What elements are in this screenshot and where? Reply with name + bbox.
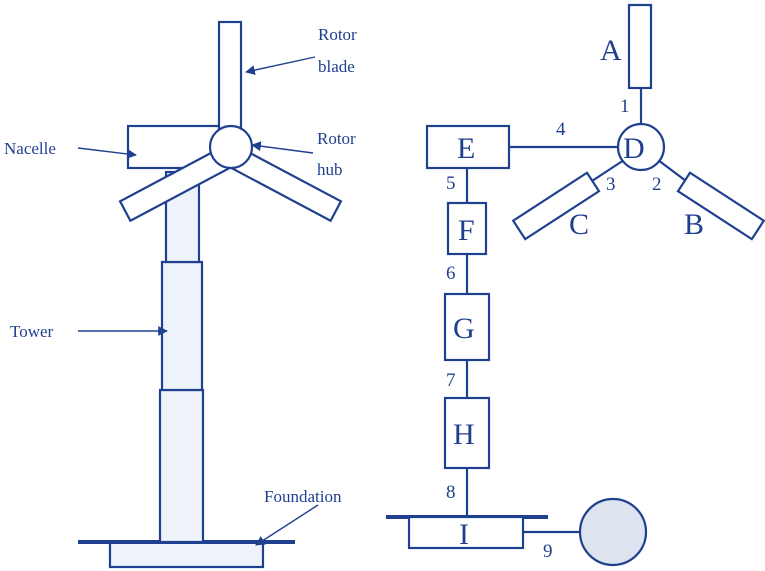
rotor-blade-top [217, 20, 243, 134]
foundation-base [108, 540, 265, 569]
label-rotor-blade-line2: blade [318, 57, 355, 76]
node-label-B: B [684, 208, 704, 241]
edge-label-2: 2 [652, 174, 662, 195]
label-tower: Tower [10, 322, 54, 341]
label-rotor-blade-line1: Rotor [318, 25, 357, 44]
edge-label-3: 3 [606, 174, 616, 195]
label-rotor-hub-line1: Rotor [317, 129, 356, 148]
node-label-I: I [459, 518, 469, 551]
node-label-E: E [457, 132, 475, 165]
edge-line-3 [591, 159, 625, 182]
edge-label-1: 1 [620, 96, 630, 117]
node-F-box [446, 201, 488, 256]
node-label-H: H [453, 418, 475, 451]
node-A-box [627, 3, 653, 90]
node-label-C: C [569, 208, 589, 241]
nacelle-arrow [77, 147, 137, 159]
label-rotor-hub-line2: hub [317, 160, 343, 179]
node-C-box [511, 171, 601, 241]
node-I-box [407, 515, 525, 550]
edge-label-7: 7 [446, 370, 456, 391]
node-G-box [443, 292, 491, 362]
edge-label-5: 5 [446, 173, 456, 194]
edge-label-8: 8 [446, 482, 456, 503]
rotor-hub [208, 124, 254, 170]
tower-lower-section [158, 388, 205, 544]
edge-label-4: 4 [556, 119, 566, 140]
node-B-box [676, 171, 765, 241]
tower-middle-section [160, 260, 204, 392]
rotor-blade-arrow [245, 56, 316, 75]
node-label-A: A [600, 34, 622, 67]
node-D-circle [616, 122, 666, 172]
edge-label-9: 9 [543, 541, 553, 562]
rotor-hub-arrow [251, 141, 314, 154]
node-label-D: D [623, 132, 645, 165]
node-label-G: G [453, 312, 475, 345]
label-nacelle: Nacelle [4, 139, 56, 158]
foundation-arrow [255, 504, 319, 546]
generator-circle [578, 497, 648, 567]
turbine-illustration: Rotor blade Nacelle Rotor hub Tower Foun… [4, 20, 357, 569]
node-H-box [443, 396, 491, 470]
label-foundation: Foundation [264, 487, 342, 506]
edge-line-2 [657, 159, 687, 182]
edge-label-6: 6 [446, 263, 456, 284]
node-label-F: F [458, 214, 475, 247]
node-E-box [425, 124, 511, 170]
lumped-model: A B C D E F G H I 1 2 3 4 5 6 7 8 9 [386, 3, 765, 567]
